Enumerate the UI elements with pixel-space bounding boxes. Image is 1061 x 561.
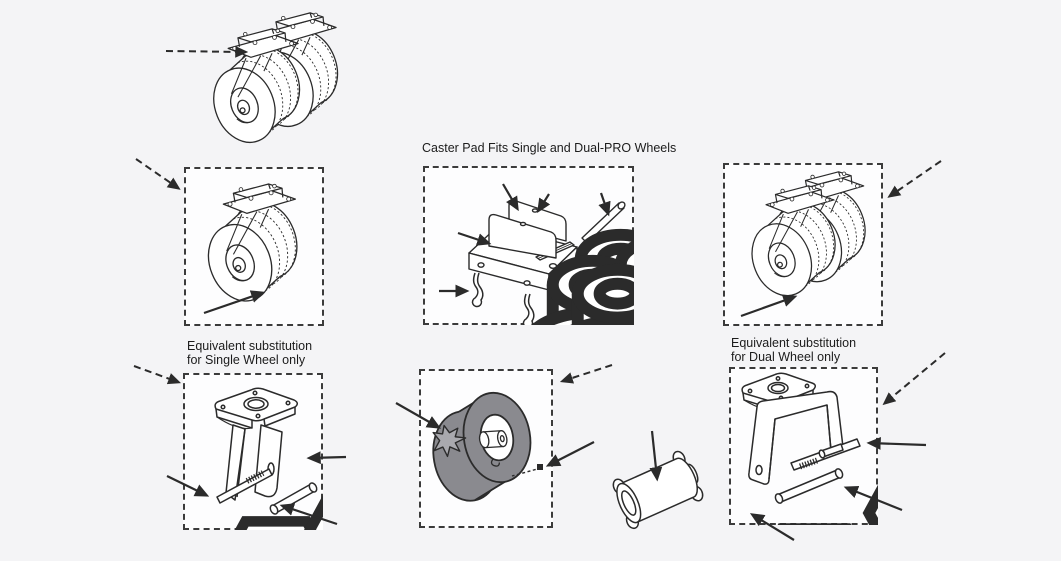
- burst-star: [432, 424, 467, 458]
- dual-fork-substitution-illustration: [741, 372, 878, 525]
- single-fork-panel: [183, 373, 323, 530]
- single-fork-substitution-illustration: [214, 387, 323, 530]
- dual-wheel-caster-illustration: [736, 171, 881, 306]
- spacer-tube: [774, 468, 844, 504]
- gray-wheel-illustration: [432, 391, 532, 502]
- single-fork-callout-arrow: [133, 365, 182, 385]
- equivalent-substitution-single-label: Equivalent substitution for Single Wheel…: [187, 339, 313, 367]
- single-wheel-callout-arrow: [135, 158, 181, 190]
- swivel-plate: [214, 387, 298, 430]
- axle-bolt: [790, 438, 861, 471]
- wheel-hub: [478, 430, 508, 467]
- caster-pad-exploded-illustration: [468, 199, 634, 325]
- dual-fork-callout-arrow: [882, 352, 946, 406]
- wheel-hub-spacer-illustration: [612, 450, 704, 530]
- bolt-head: [868, 461, 878, 525]
- gray-wheel-callout-arrow: [559, 364, 613, 384]
- hub-flange-left: [612, 478, 642, 530]
- hairpin-cotter-pins: [471, 272, 535, 325]
- dual-wheel-callout-arrow: [887, 160, 942, 198]
- dual-fork-bolt-pointer-arrow: [866, 436, 927, 450]
- single-wheel-caster-illustration: [192, 183, 313, 312]
- caster-pad-title: Caster Pad Fits Single and Dual-PRO Whee…: [422, 141, 677, 155]
- dual-caster-assembly-illustration: [198, 12, 354, 153]
- hub-fitting-pointer-arrow: [545, 441, 595, 467]
- fork-body: [748, 390, 844, 485]
- equivalent-substitution-dual-label: Equivalent substitution for Dual Wheel o…: [731, 336, 857, 364]
- axle-bolt: [216, 468, 273, 504]
